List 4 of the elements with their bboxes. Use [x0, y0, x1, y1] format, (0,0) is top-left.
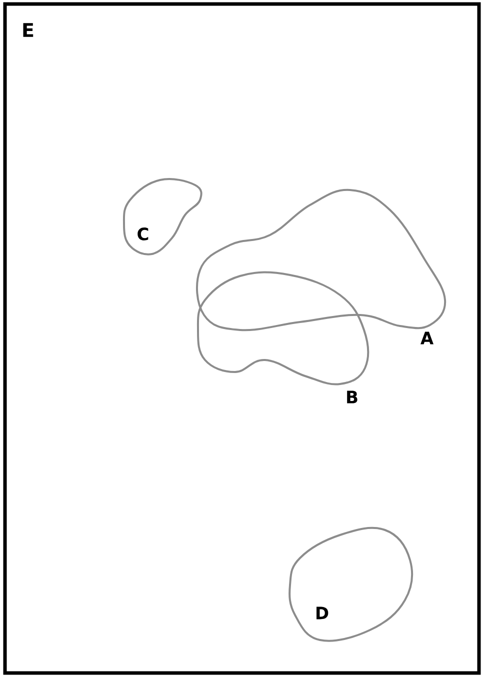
node-label: A	[420, 332, 434, 344]
set-region: C	[122, 178, 202, 256]
node-label: B	[347, 390, 358, 404]
set-region: D	[288, 526, 414, 642]
